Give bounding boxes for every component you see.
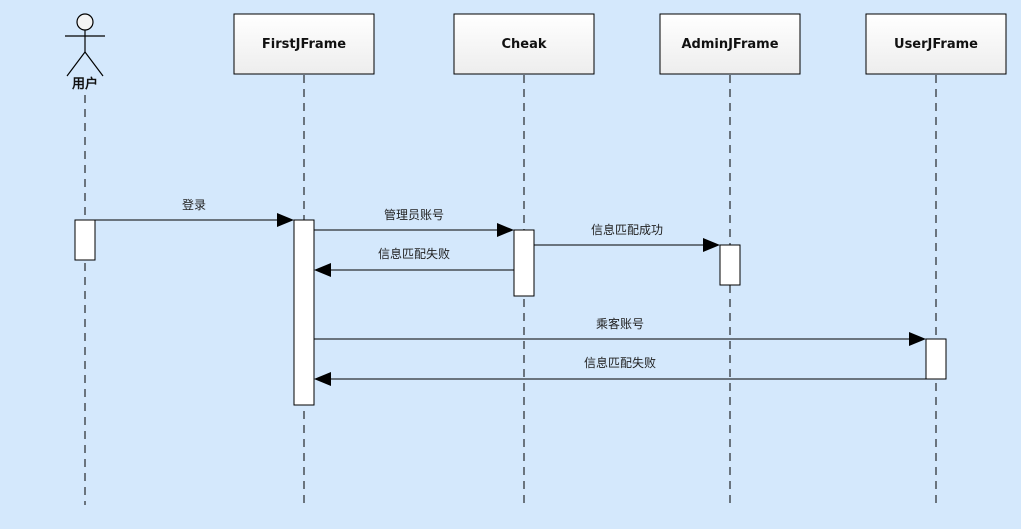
actor-user: 用户 — [65, 13, 105, 92]
lifeline-label-user: UserJFrame — [894, 37, 978, 52]
activation-actor — [74, 219, 96, 261]
arrowhead-icon — [703, 238, 720, 252]
message-label: 信息匹配失败 — [584, 355, 656, 370]
message-match-fail-user: 信息匹配失败 — [314, 355, 926, 386]
actor-head-icon — [76, 13, 94, 31]
lifeline-header-admin: AdminJFrame — [659, 13, 801, 75]
message-passenger-account: 乘客账号 — [314, 316, 926, 346]
activation-first — [293, 219, 315, 406]
activation-cheak — [513, 229, 535, 297]
message-match-success: 信息匹配成功 — [534, 222, 720, 252]
activation-user — [925, 338, 947, 380]
arrowhead-icon — [497, 223, 514, 237]
lifeline-label-cheak: Cheak — [501, 37, 546, 52]
message-label: 信息匹配失败 — [378, 246, 450, 261]
arrowhead-icon — [314, 372, 331, 386]
message-label: 信息匹配成功 — [591, 222, 663, 237]
lifeline-header-user: UserJFrame — [865, 13, 1007, 75]
message-label: 登录 — [182, 197, 206, 212]
message-label: 管理员账号 — [384, 207, 444, 222]
lifeline-header-cheak: Cheak — [453, 13, 595, 75]
lifeline-label-admin: AdminJFrame — [681, 37, 778, 52]
arrowhead-icon — [909, 332, 926, 346]
actor-label: 用户 — [71, 76, 98, 92]
arrowhead-icon — [314, 263, 331, 277]
message-label: 乘客账号 — [596, 316, 644, 331]
activation-admin — [719, 244, 741, 286]
arrowhead-icon — [277, 213, 294, 227]
message-admin-account: 管理员账号 — [314, 207, 514, 237]
lifeline-label-first: FirstJFrame — [262, 37, 346, 52]
lifeline-header-first: FirstJFrame — [233, 13, 375, 75]
message-match-fail-admin: 信息匹配失败 — [314, 246, 514, 277]
message-login: 登录 — [95, 197, 294, 227]
